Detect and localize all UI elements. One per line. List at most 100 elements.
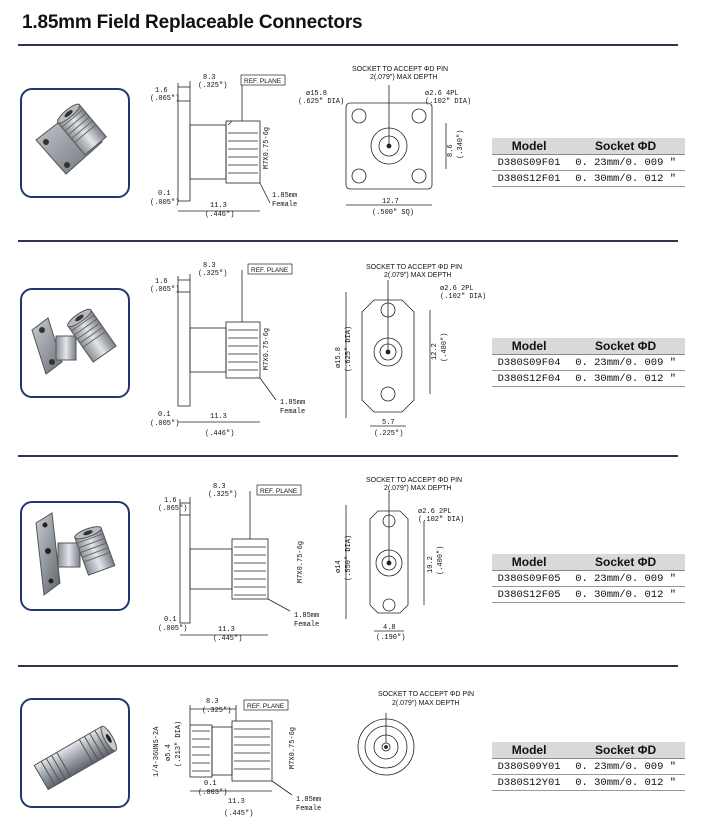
dim-ref-length-inch: (.325") — [198, 82, 227, 90]
product-section-f04: 1.6 (.065") 8.3 (.325") REF. PLANE M7X0.… — [0, 240, 712, 440]
dim-gap-inch: (.005") — [150, 199, 179, 207]
socket-cell: 0. 23mm/0. 009 " — [566, 354, 685, 371]
ref-plane-label: REF. PLANE — [244, 78, 282, 85]
connector-narrow-flange-image — [35, 512, 116, 596]
dim-bore-dia-inch: (.213" DIA) — [175, 721, 183, 767]
socket-cell: 0. 30mm/0. 012 " — [566, 170, 685, 187]
dim-circle-dia: ø14 — [335, 560, 343, 573]
dim-flange-thickness: 1.6 — [155, 278, 168, 286]
thread-spec: M7X0.75-6g — [263, 127, 271, 169]
dim-hole-spacing: 8.6 — [447, 144, 455, 157]
connector-gender: Female — [280, 408, 305, 416]
section-divider — [18, 455, 678, 457]
socket-note-line2: 2(.079") MAX DEPTH — [384, 485, 451, 492]
socket-cell: 0. 30mm/0. 012 " — [566, 586, 685, 603]
dim-hole-spacing-inch: (.480") — [441, 333, 449, 362]
model-cell: D380S09Y01 — [492, 758, 567, 775]
model-cell: D380S12F05 — [492, 586, 567, 603]
dim-ref-length-inch: (.325") — [208, 491, 237, 499]
socket-cell: 0. 23mm/0. 009 " — [566, 570, 685, 587]
dim-flange-width-inch: (.190") — [376, 634, 405, 642]
dim-overall-length: 11.3 — [218, 626, 235, 634]
model-cell: D380S12F01 — [492, 170, 567, 187]
ref-plane-label: REF. PLANE — [247, 703, 285, 710]
connector-size: 1.85mm — [296, 796, 321, 804]
model-cell: D380S12Y01 — [492, 774, 567, 791]
dim-flange-thickness: 1.6 — [164, 497, 177, 505]
front-view-f04 — [345, 280, 431, 427]
dim-flange-thickness-inch: (.065") — [150, 95, 179, 103]
section-divider — [18, 240, 678, 242]
column-header-socket: Socket ΦD — [566, 554, 685, 571]
side-view-f05 — [179, 491, 291, 636]
ref-plane-label: REF. PLANE — [260, 488, 298, 495]
socket-cell: 0. 23mm/0. 009 " — [566, 154, 685, 171]
dim-ref-length: 8.3 — [203, 262, 216, 270]
mount-hole-spec: ø2.6 4PL — [425, 90, 459, 98]
dim-ref-length: 8.3 — [213, 483, 226, 491]
dim-gap-inch: (.005") — [158, 625, 187, 633]
dim-ref-length: 8.3 — [203, 74, 216, 82]
dim-flange-width: 12.7 — [382, 198, 399, 206]
dim-circle-dia: ø15.8 — [335, 347, 343, 368]
dim-flange-thickness-inch: (.065") — [150, 286, 179, 294]
socket-cell: 0. 30mm/0. 012 " — [566, 774, 685, 791]
front-view-f05 — [345, 491, 425, 632]
dim-flange-width-inch: (.225") — [374, 430, 403, 438]
model-cell: D380S09F04 — [492, 354, 567, 371]
column-header-model: Model — [492, 554, 567, 571]
column-header-socket: Socket ΦD — [566, 138, 685, 155]
dim-bore-dia: ø5.4 — [165, 744, 173, 761]
dim-overall-length-inch: (.445") — [213, 635, 242, 643]
product-section-f05: 1.6 (.065") 8.3 (.325") REF. PLANE M7X0.… — [0, 455, 712, 655]
connector-gender: Female — [296, 805, 321, 813]
product-section-y01: 8.3 (.325") REF. PLANE M7X0.75-6g 1/4-36… — [0, 665, 712, 830]
product-photo-f05 — [20, 501, 130, 611]
dim-circle-dia-inch: (.550" DIA) — [345, 535, 353, 581]
technical-drawing-f01: 1.6 (.065") 8.3 (.325") REF. PLANE M7X0.… — [150, 66, 471, 219]
dim-overall-length-inch: (.446") — [205, 211, 234, 219]
section-divider — [18, 665, 678, 667]
dim-circle-dia-inch: (.625" DIA) — [345, 326, 353, 372]
socket-cell: 0. 30mm/0. 012 " — [566, 370, 685, 387]
dim-overall-length-inch: (.445") — [224, 810, 253, 818]
dim-overall-length-inch: (.446") — [205, 430, 234, 438]
model-cell: D380S09F05 — [492, 570, 567, 587]
dim-gap-inch: (.005") — [150, 420, 179, 428]
mount-hole-spec-inch: (.102" DIA) — [440, 293, 486, 301]
socket-note-line1: SOCKET TO ACCEPT ΦD PIN — [366, 477, 462, 484]
socket-cell: 0. 23mm/0. 009 " — [566, 758, 685, 775]
dim-flange-width: 4.8 — [383, 624, 396, 632]
connector-size: 1.85mm — [294, 612, 319, 620]
connector-gender: Female — [272, 201, 297, 209]
page-title: 1.85mm Field Replaceable Connectors — [22, 12, 363, 33]
dim-hole-spacing: 10.2 — [427, 556, 435, 573]
dim-ref-length-inch: (.325") — [198, 270, 227, 278]
technical-drawing-y01: 8.3 (.325") REF. PLANE M7X0.75-6g 1/4-36… — [153, 691, 474, 818]
dim-flange-width: 5.7 — [382, 419, 395, 427]
socket-note-line2: 2(.079") MAX DEPTH — [384, 272, 451, 279]
dim-gap: 0.1 — [158, 411, 171, 419]
connector-inline-adapter-image — [33, 725, 118, 791]
side-view-f01 — [177, 77, 271, 212]
thread-spec: M7X0.75-6g — [263, 328, 271, 370]
mount-hole-spec: ø2.6 2PL — [440, 285, 474, 293]
dim-overall-length: 11.3 — [228, 798, 245, 806]
dim-flange-thickness: 1.6 — [155, 87, 168, 95]
technical-drawing-f05: 1.6 (.065") 8.3 (.325") REF. PLANE M7X0.… — [158, 477, 464, 643]
product-section-f01: 1.6 (.065") 8.3 (.325") REF. PLANE M7X0.… — [0, 45, 712, 245]
socket-note-line1: SOCKET TO ACCEPT ΦD PIN — [352, 66, 448, 73]
socket-note-line2: 2(.079") MAX DEPTH — [392, 700, 459, 707]
dim-gap: 0.1 — [158, 190, 171, 198]
thread-spec: M7X0.75-6g — [289, 727, 297, 769]
dim-flange-thickness-inch: (.065") — [158, 505, 187, 513]
technical-drawing-f04: 1.6 (.065") 8.3 (.325") REF. PLANE M7X0.… — [150, 262, 486, 438]
side-view-f04 — [177, 270, 277, 423]
